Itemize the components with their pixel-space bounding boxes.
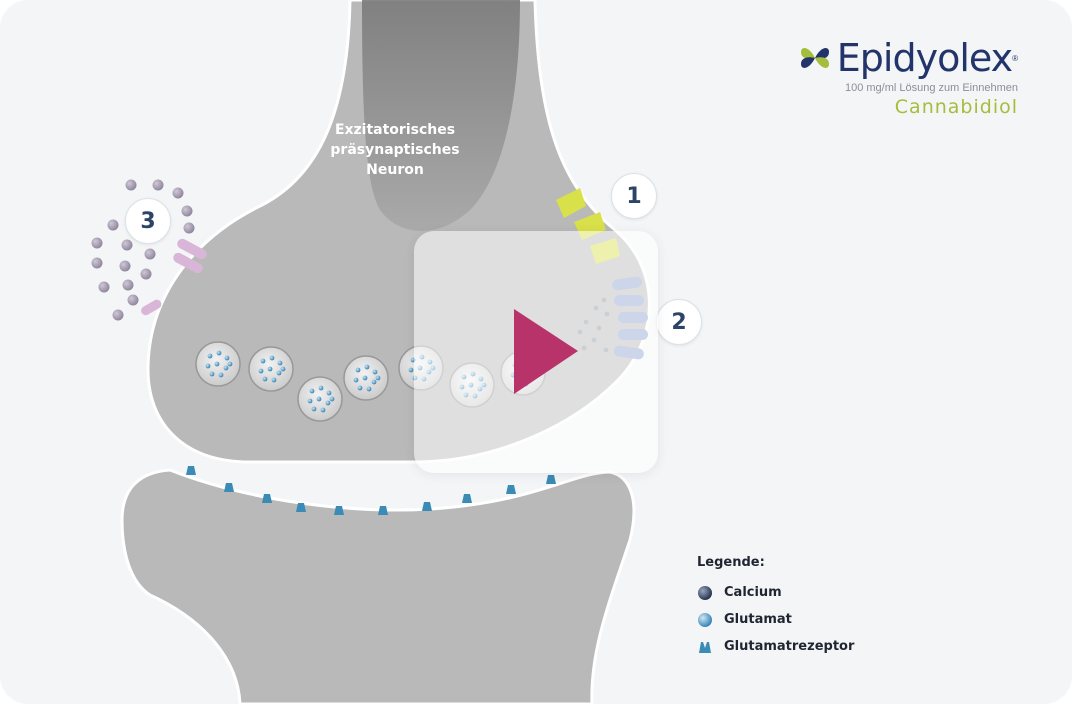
glutamate-receptors [186,466,556,515]
legend-item-glutamate-receptor: Glutamatrezeptor [697,633,854,660]
epidyolex-logo: Epidyolex® 100 mg/ml Lösung zum Einnehme… [797,36,1018,118]
neuron-label: Exzitatorisches präsynaptisches Neuron [330,122,460,178]
glutamate-icon [698,612,712,627]
legend-item-glutamate: Glutamat [697,606,854,633]
vesicle [195,341,241,387]
step-badge-2[interactable]: 2 [656,299,702,345]
substance-name: Cannabidiol [894,96,1018,118]
legend-title: Legende: [697,555,765,570]
legend-item-calcium: Calcium [697,579,854,606]
logo-row: Epidyolex® [797,36,1018,80]
legend-label: Calcium [724,585,782,600]
registered-mark: ® [1012,53,1018,63]
legend-label: Glutamatrezeptor [724,639,855,654]
postsynaptic-neuron [120,468,636,704]
step-badge-3[interactable]: 3 [125,198,171,244]
vesicle [343,355,389,401]
vesicle [297,376,343,422]
legend-label: Glutamat [724,612,792,627]
dose-text: 100 mg/ml Lösung zum Einnehmen [844,82,1018,94]
calcium-icon [698,585,712,600]
legend: Legende: Calcium Glutamat Glutamatrezept… [697,555,854,660]
brand-name: Epidyolex [836,36,1013,80]
step-badge-1[interactable]: 1 [611,173,657,219]
vesicle [248,346,294,392]
play-button[interactable] [414,231,658,473]
play-icon [514,309,578,394]
butterfly-logo-icon [800,48,829,68]
glutamate-receptor-icon [699,641,711,653]
calcium-particles [91,179,195,321]
pink-receptor [141,238,207,316]
